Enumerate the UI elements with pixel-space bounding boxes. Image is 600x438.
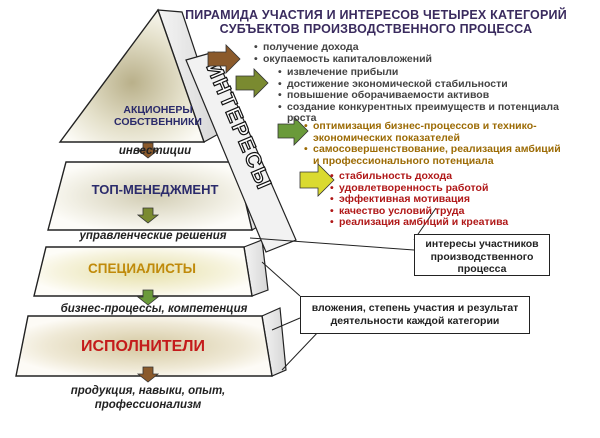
interests-shareholders-list: получение дохода окупаемость капиталовло… <box>254 41 454 66</box>
list-item: оптимизация бизнес-процессов и технико-э… <box>304 120 564 144</box>
tier-top-management-shape <box>47 161 253 231</box>
tier-top-management-label: ТОП-МЕНЕДЖМЕНТ <box>91 182 219 197</box>
list-item: достижение экономической стабильности <box>278 78 578 91</box>
list-item: самосовершенствование, реализация амбици… <box>304 143 564 167</box>
tier-specialists-shape <box>33 246 253 297</box>
between-business-processes: бизнес-процессы, компетенция <box>60 303 248 315</box>
list-item: создание конкурентных преимуществ и поте… <box>278 101 578 125</box>
tier-executors-label: ИСПОЛНИТЕЛИ <box>80 338 206 355</box>
down-arrow-icon <box>136 142 160 159</box>
list-item: удовлетворенность работой <box>330 182 550 195</box>
down-arrow-icon <box>136 366 160 383</box>
list-item: качество условий труда <box>330 205 550 218</box>
interests-callout-box: интересы участников производственного пр… <box>414 234 550 276</box>
down-arrow-icon <box>136 289 160 306</box>
list-item: реализация амбиций и креатива <box>330 216 550 229</box>
tier-shareholders-shape <box>58 8 205 143</box>
interests-band <box>185 51 297 253</box>
between-management-decisions: управленческие решения <box>79 230 227 242</box>
right-arrow-icon <box>207 44 241 74</box>
tier-shareholders-label: АКЦИОНЕРЫ СОБСТВЕННИКИ <box>114 104 202 128</box>
list-item: стабильность дохода <box>330 170 550 183</box>
list-item: окупаемость капиталовложений <box>254 53 454 66</box>
list-item: повышение оборачиваемости активов <box>278 89 578 102</box>
list-item: получение дохода <box>254 41 454 54</box>
list-item: извлечение прибыли <box>278 66 578 79</box>
interests-top-management-list: извлечение прибыли достижение экономичес… <box>278 66 578 125</box>
tier-executors-shape <box>15 315 273 377</box>
between-investments: инвестиции <box>118 145 192 157</box>
list-item: эффективная мотивация <box>330 193 550 206</box>
down-arrows <box>136 142 160 383</box>
interests-specialists-list: оптимизация бизнес-процессов и технико-э… <box>304 120 564 167</box>
diagram-title: ПИРАМИДА УЧАСТИЯ И ИНТЕРЕСОВ ЧЕТЫРЕХ КАТ… <box>185 8 567 36</box>
down-arrow-icon <box>136 207 160 224</box>
right-arrow-icon <box>299 163 335 197</box>
contribution-callout-box: вложения, степень участия и результат де… <box>300 296 530 334</box>
interests-executors-list: стабильность дохода удовлетворенность ра… <box>330 170 550 229</box>
tier-specialists-label: СПЕЦИАЛИСТЫ <box>88 261 196 276</box>
right-arrow-icon <box>235 68 269 98</box>
between-products: продукция, навыки, опыт, профессионализм <box>70 385 226 411</box>
